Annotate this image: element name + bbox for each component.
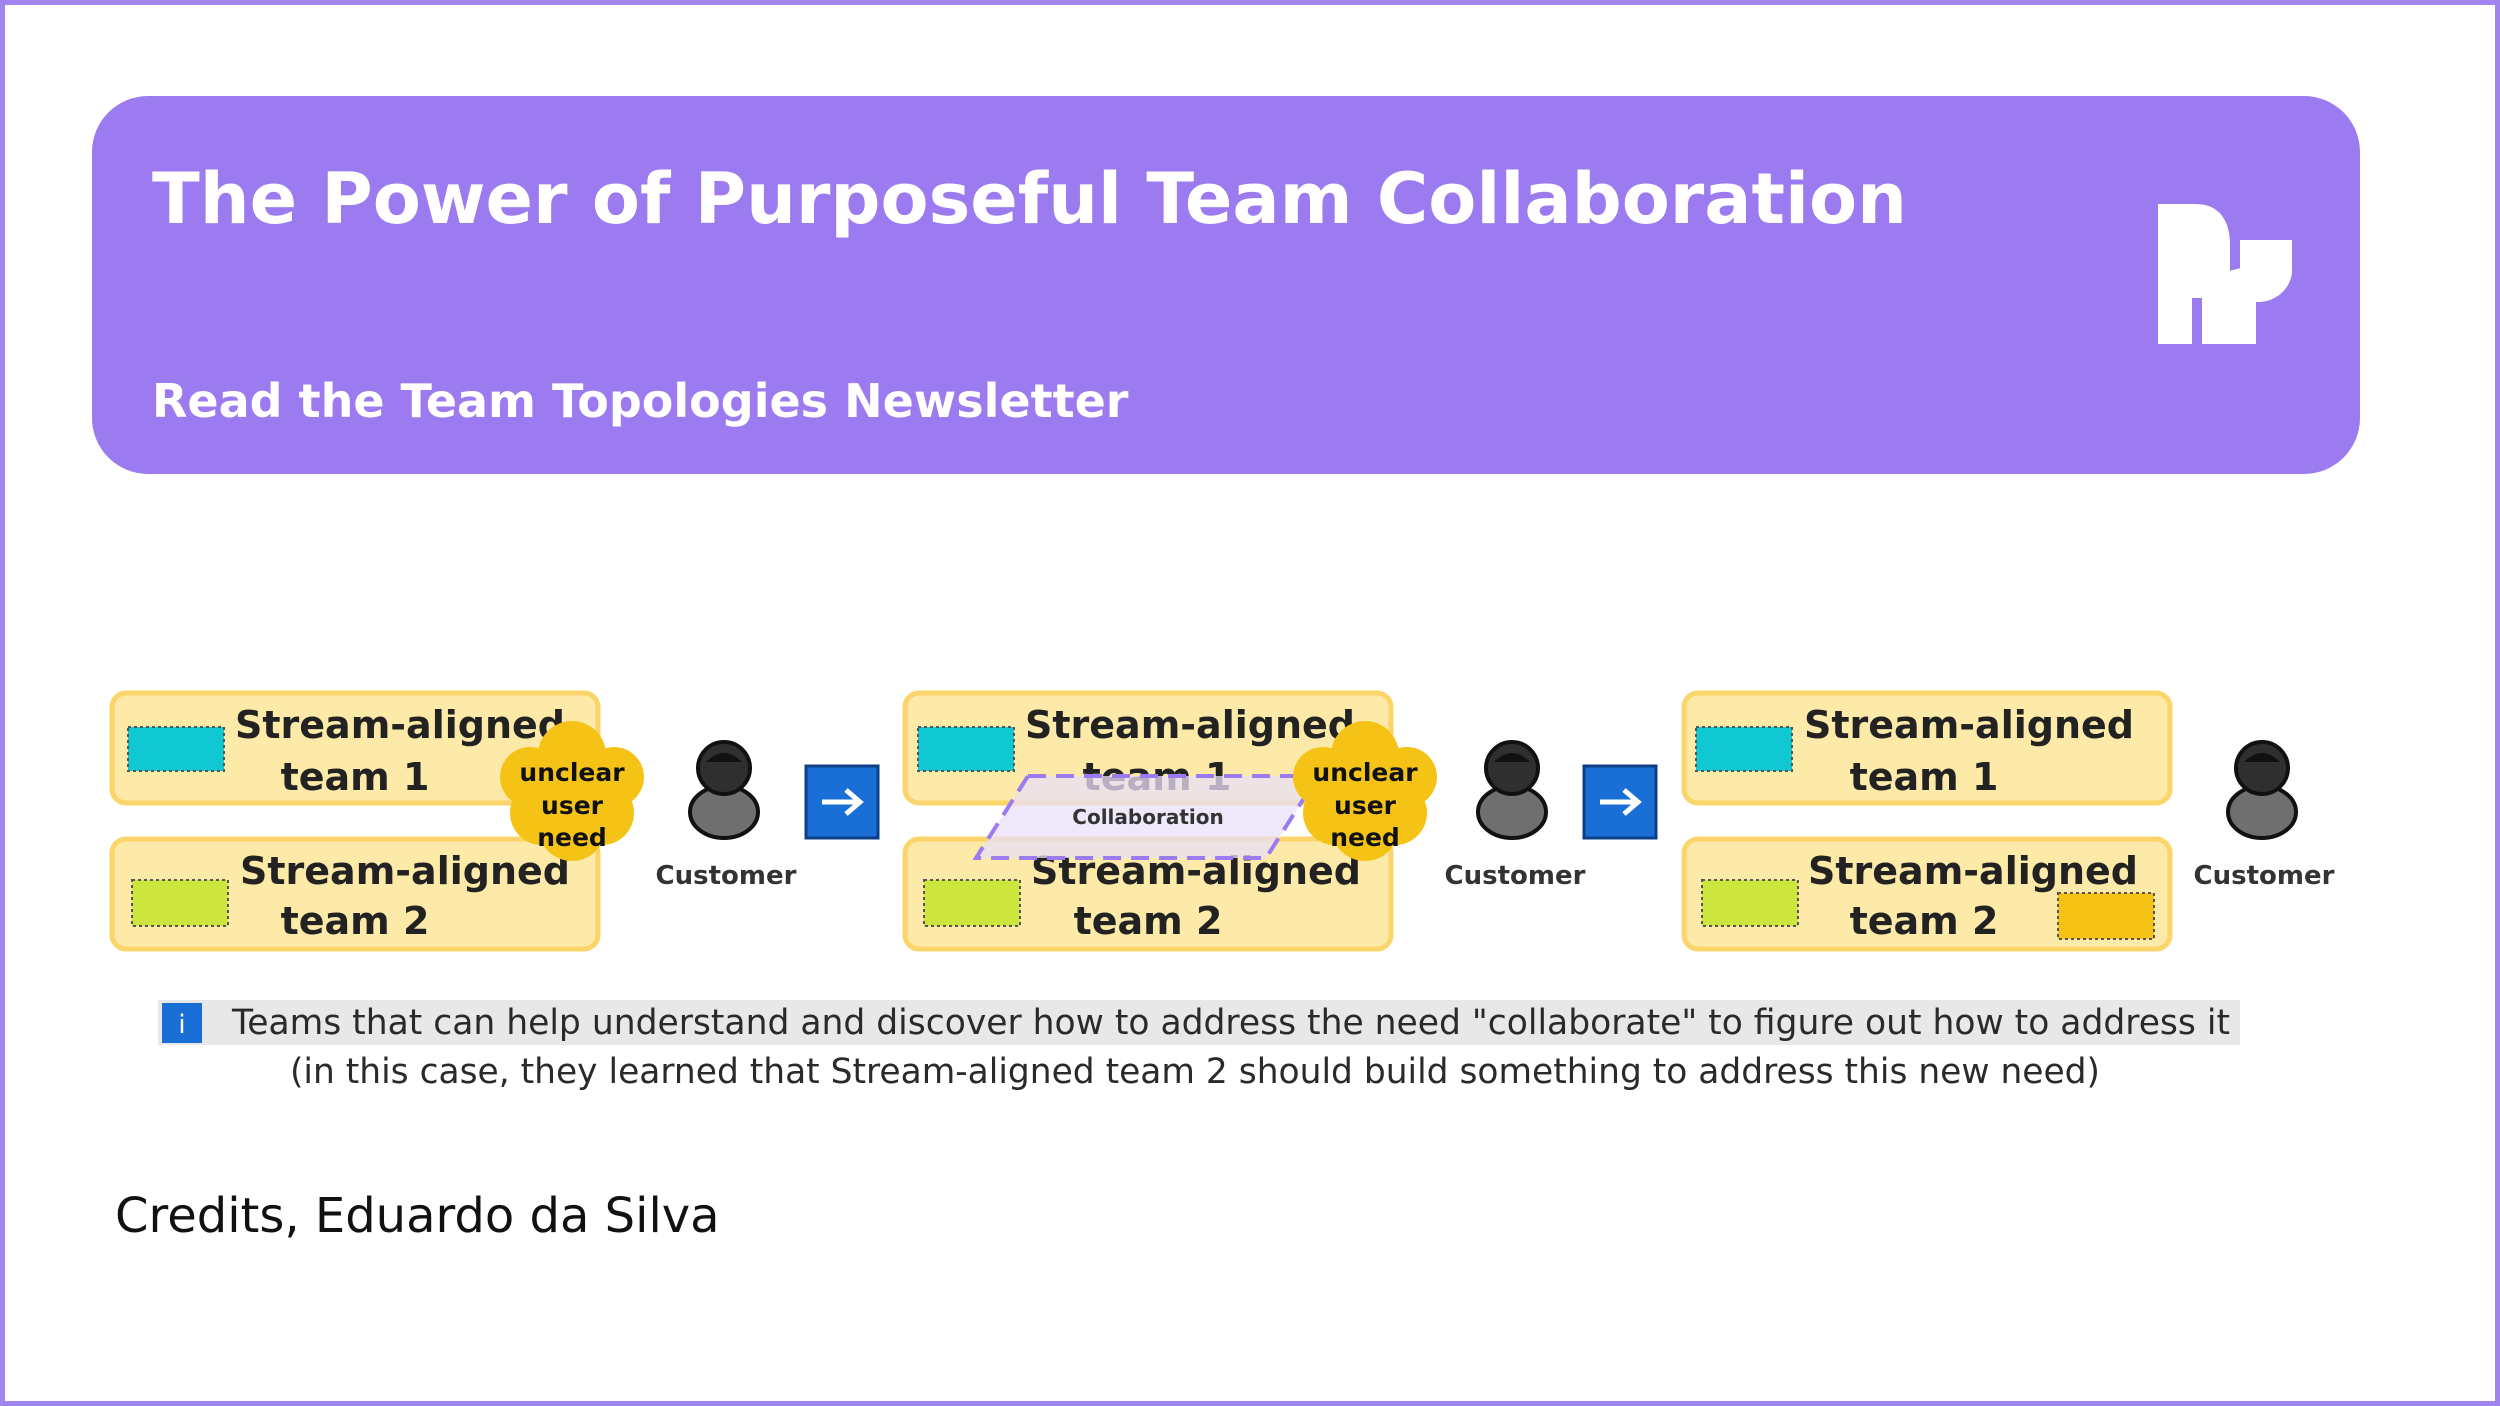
cloud-label: unclear [1312, 758, 1418, 787]
customer-person-icon [1476, 740, 1548, 840]
newsletter-link[interactable]: Read the Team Topologies Newsletter [152, 374, 1129, 428]
lime-block [923, 879, 1021, 927]
team2-label: team 2 [281, 899, 430, 943]
right-arrow-icon [804, 764, 880, 840]
customer-person-icon [688, 740, 760, 840]
panel-3: Stream-aligned team 1 Stream-aligned tea… [1681, 690, 2335, 952]
caption-line-2: (in this case, they learned that Stream-… [290, 1052, 2100, 1092]
team-topologies-logo-icon [2158, 204, 2292, 344]
customer-person-icon [2226, 740, 2298, 840]
lime-block [1701, 879, 1799, 927]
cloud-label: user [1334, 791, 1397, 820]
team1-box [1681, 690, 2173, 806]
panel-1: Stream-aligned team 1 Stream-aligned tea… [109, 690, 797, 952]
right-arrow-icon [1582, 764, 1658, 840]
team2-box [1681, 836, 2173, 952]
caption-line-1: Teams that can help understand and disco… [231, 1003, 2230, 1043]
cloud-label: user [541, 791, 604, 820]
credits-text: Credits, Eduardo da Silva [115, 1188, 720, 1244]
team1-label: Stream-aligned [235, 703, 565, 747]
cloud-label: need [537, 823, 607, 852]
cyan-block [1695, 726, 1793, 772]
header-banner[interactable]: The Power of Purposeful Team Collaborati… [92, 96, 2360, 474]
team1-label: Stream-aligned [1804, 703, 2134, 747]
info-icon [162, 1003, 202, 1043]
customer-label: Customer [2194, 861, 2335, 891]
gold-block [2057, 892, 2155, 940]
lime-block [131, 879, 229, 927]
team2-label: Stream-aligned [1808, 849, 2138, 893]
team2-label: Stream-aligned [240, 849, 570, 893]
team2-label: team 2 [1074, 899, 1223, 943]
customer-label: Customer [656, 861, 797, 891]
team1-label: team 1 [1850, 755, 1999, 799]
team1-label: team 1 [281, 755, 430, 799]
team2-box [109, 836, 601, 952]
panel-2: Stream-aligned team 1 Stream-aligned tea… [902, 690, 1586, 952]
cloud-label: unclear [519, 758, 625, 787]
collaboration-zone [972, 774, 1322, 860]
info-icon-glyph: i [178, 1010, 185, 1040]
team1-label: Stream-aligned [1025, 703, 1355, 747]
cyan-block [127, 726, 225, 772]
cyan-block [917, 726, 1015, 772]
customer-label: Customer [1445, 861, 1586, 891]
page-title: The Power of Purposeful Team Collaborati… [152, 158, 1907, 240]
team2-label: team 2 [1850, 899, 1999, 943]
collaboration-label: Collaboration [1072, 805, 1223, 829]
cloud-label: need [1330, 823, 1400, 852]
diagram-caption: i Teams that can help understand and dis… [158, 1000, 2240, 1092]
